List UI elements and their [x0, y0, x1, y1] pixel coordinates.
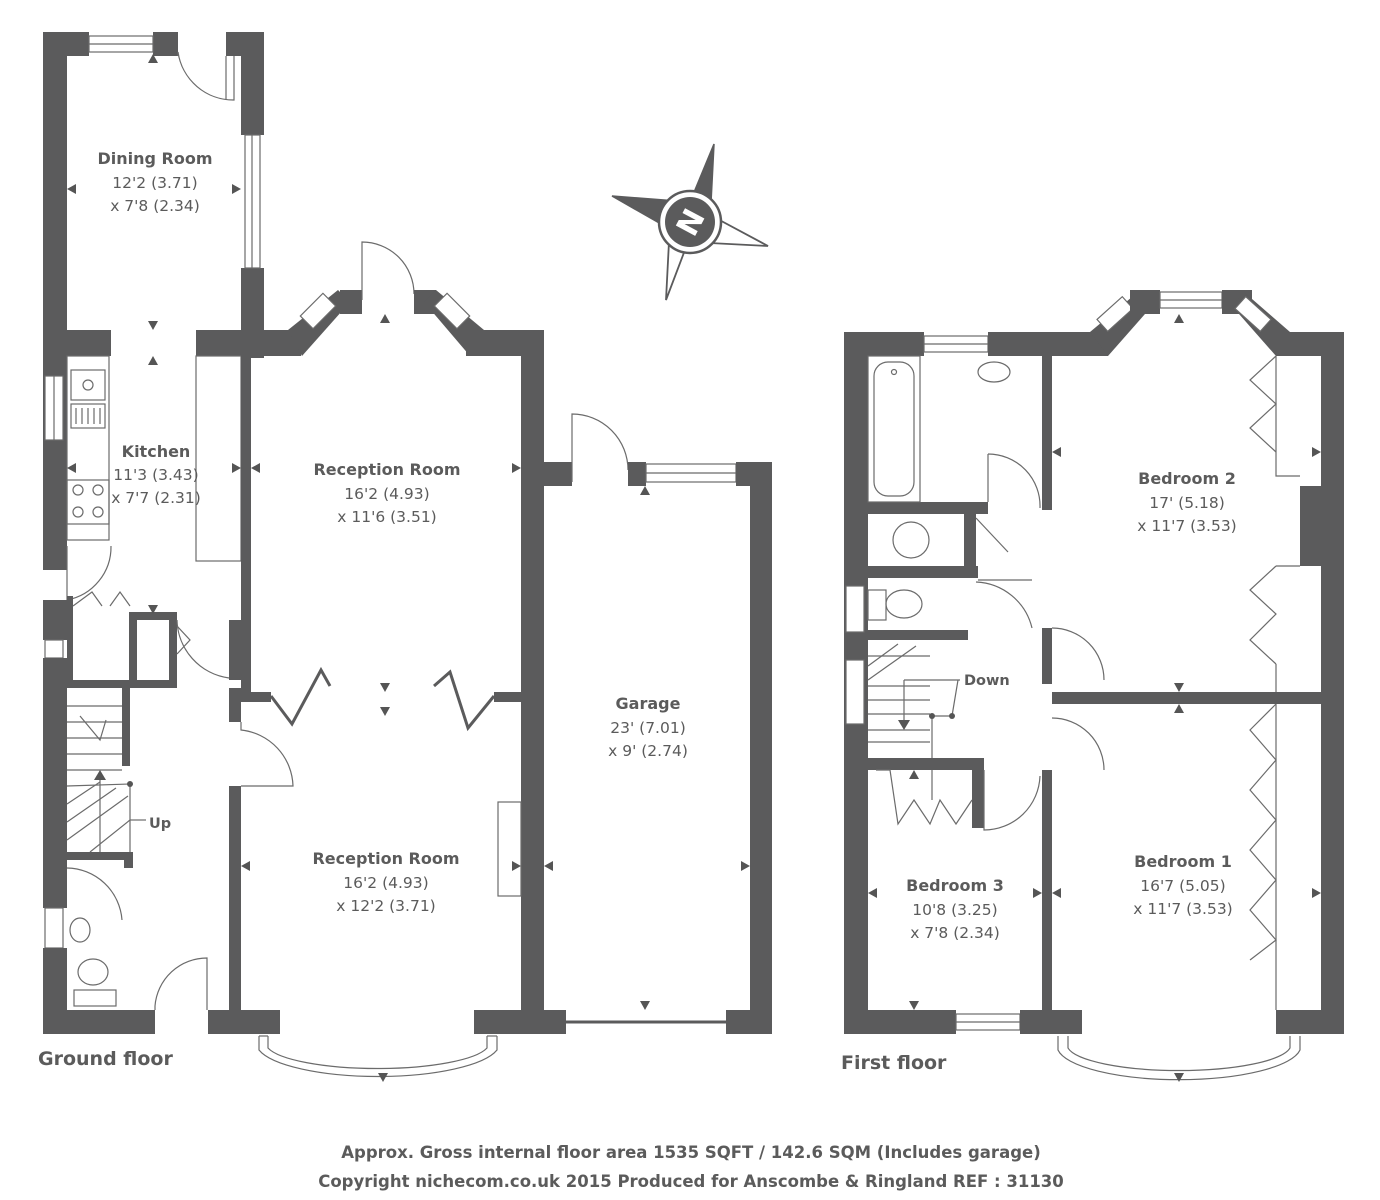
ground-floor-plan: [43, 32, 772, 1078]
room-dim-dining-1: 12'2 (3.71): [112, 174, 197, 192]
room-dim-reception-upper-2: x 11'6 (3.51): [337, 508, 436, 526]
stairs-down-label: Down: [964, 673, 1010, 689]
footer-area-line: Approx. Gross internal floor area 1535 S…: [341, 1143, 1041, 1162]
room-labels: Dining Room 12'2 (3.71) x 7'8 (2.34) Kit…: [97, 149, 1236, 942]
room-name-kitchen: Kitchen: [122, 442, 191, 461]
room-dim-bedroom2-1: 17' (5.18): [1149, 494, 1225, 512]
room-dim-bedroom2-2: x 11'7 (3.53): [1137, 517, 1236, 535]
room-name-dining: Dining Room: [97, 149, 212, 168]
room-dim-bedroom3-1: 10'8 (3.25): [912, 901, 997, 919]
room-dim-reception-lower-2: x 12'2 (3.71): [336, 897, 435, 915]
room-dim-dining-2: x 7'8 (2.34): [110, 197, 200, 215]
first-floor-plan: [844, 290, 1344, 1081]
room-name-garage: Garage: [616, 694, 681, 713]
room-dim-bedroom1-1: 16'7 (5.05): [1140, 877, 1225, 895]
footer-copyright-line: Copyright nichecom.co.uk 2015 Produced f…: [318, 1172, 1064, 1191]
room-name-bedroom2: Bedroom 2: [1138, 469, 1236, 488]
room-dim-bedroom1-2: x 11'7 (3.53): [1133, 900, 1232, 918]
room-dim-reception-upper-1: 16'2 (4.93): [344, 485, 429, 503]
stairs-up-label: Up: [149, 816, 171, 832]
room-name-bedroom3: Bedroom 3: [906, 876, 1004, 895]
room-dim-kitchen-2: x 7'7 (2.31): [111, 489, 201, 507]
room-name-bedroom1: Bedroom 1: [1134, 852, 1232, 871]
room-name-reception-upper: Reception Room: [313, 460, 460, 479]
room-dim-kitchen-1: 11'3 (3.43): [113, 466, 198, 484]
room-dim-reception-lower-1: 16'2 (4.93): [343, 874, 428, 892]
compass-icon: N: [611, 143, 769, 301]
room-dim-bedroom3-2: x 7'8 (2.34): [910, 924, 1000, 942]
first-floor-label: First floor: [841, 1052, 947, 1074]
room-name-reception-lower: Reception Room: [312, 849, 459, 868]
room-dim-garage-2: x 9' (2.74): [608, 742, 688, 760]
dimension-markers: [67, 54, 1321, 1082]
room-dim-garage-1: 23' (7.01): [610, 719, 686, 737]
ground-floor-label: Ground floor: [38, 1048, 173, 1070]
